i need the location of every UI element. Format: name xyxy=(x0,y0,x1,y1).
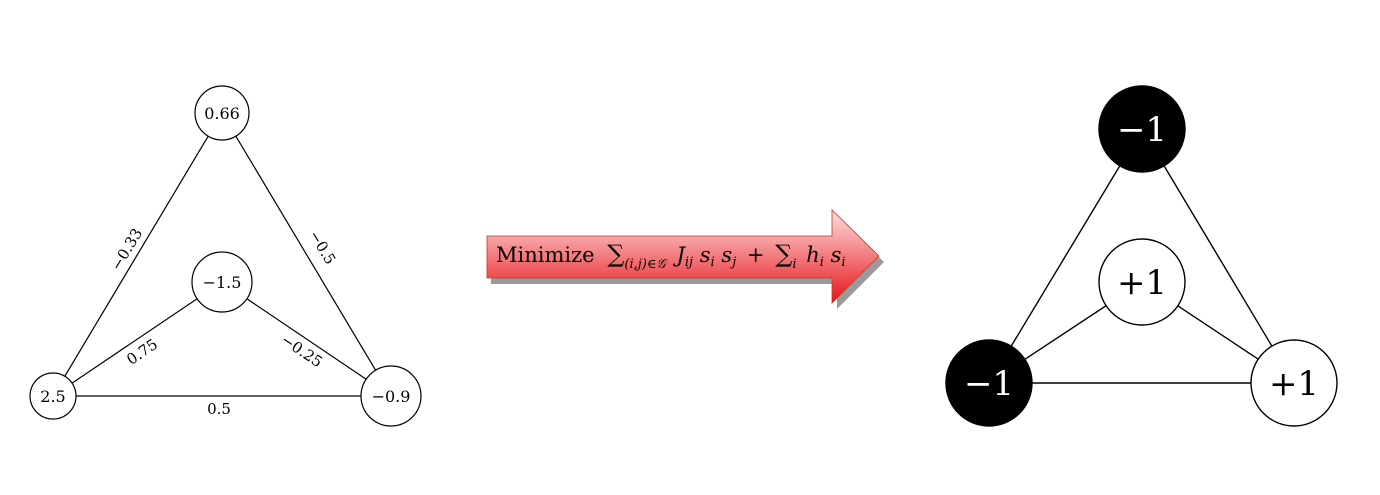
minimize-arrow: Minimize ∑(i,j)∈𝒢 Jij si sj + ∑i hi si xyxy=(486,209,884,309)
node-value: −1.5 xyxy=(203,273,242,292)
spin-value: −1 xyxy=(1117,110,1167,150)
spin-node-top: −1 xyxy=(1098,85,1186,173)
node-top: 0.66 xyxy=(194,85,250,141)
spin-value: +1 xyxy=(1269,364,1319,404)
edge-left-center xyxy=(52,281,223,397)
node-value: −0.9 xyxy=(372,387,411,406)
edge-weight-center-right: −0.25 xyxy=(278,331,326,372)
spin-node-left: −1 xyxy=(945,339,1033,427)
objective-formula: Minimize ∑(i,j)∈𝒢 Jij si sj + ∑i hi si xyxy=(496,240,846,273)
node-value: 2.5 xyxy=(40,387,65,406)
spin-value: +1 xyxy=(1117,263,1167,303)
edge-top-right xyxy=(221,112,392,397)
spin-value: −1 xyxy=(964,364,1014,404)
spin-graph: −1 +1 −1 +1 xyxy=(945,85,1338,427)
spin-node-center: +1 xyxy=(1098,238,1186,326)
weighted-graph: −0.33 −0.5 0.75 −0.25 0.5 0.66 −1.5 2.5 … xyxy=(29,85,422,427)
edge-weight-left-center: 0.75 xyxy=(123,335,161,369)
edge-left-top xyxy=(52,112,223,397)
arrow-body xyxy=(486,209,880,304)
spin-node-right: +1 xyxy=(1250,339,1338,427)
node-center: −1.5 xyxy=(191,251,253,313)
edge-top-right xyxy=(1141,128,1295,384)
node-left: 2.5 xyxy=(29,372,77,420)
edge-weight-left-right: 0.5 xyxy=(207,400,231,418)
edge-left-top xyxy=(988,128,1143,384)
node-value: 0.66 xyxy=(204,104,240,123)
node-right: −0.9 xyxy=(360,365,422,427)
edge-center-right xyxy=(221,281,392,397)
